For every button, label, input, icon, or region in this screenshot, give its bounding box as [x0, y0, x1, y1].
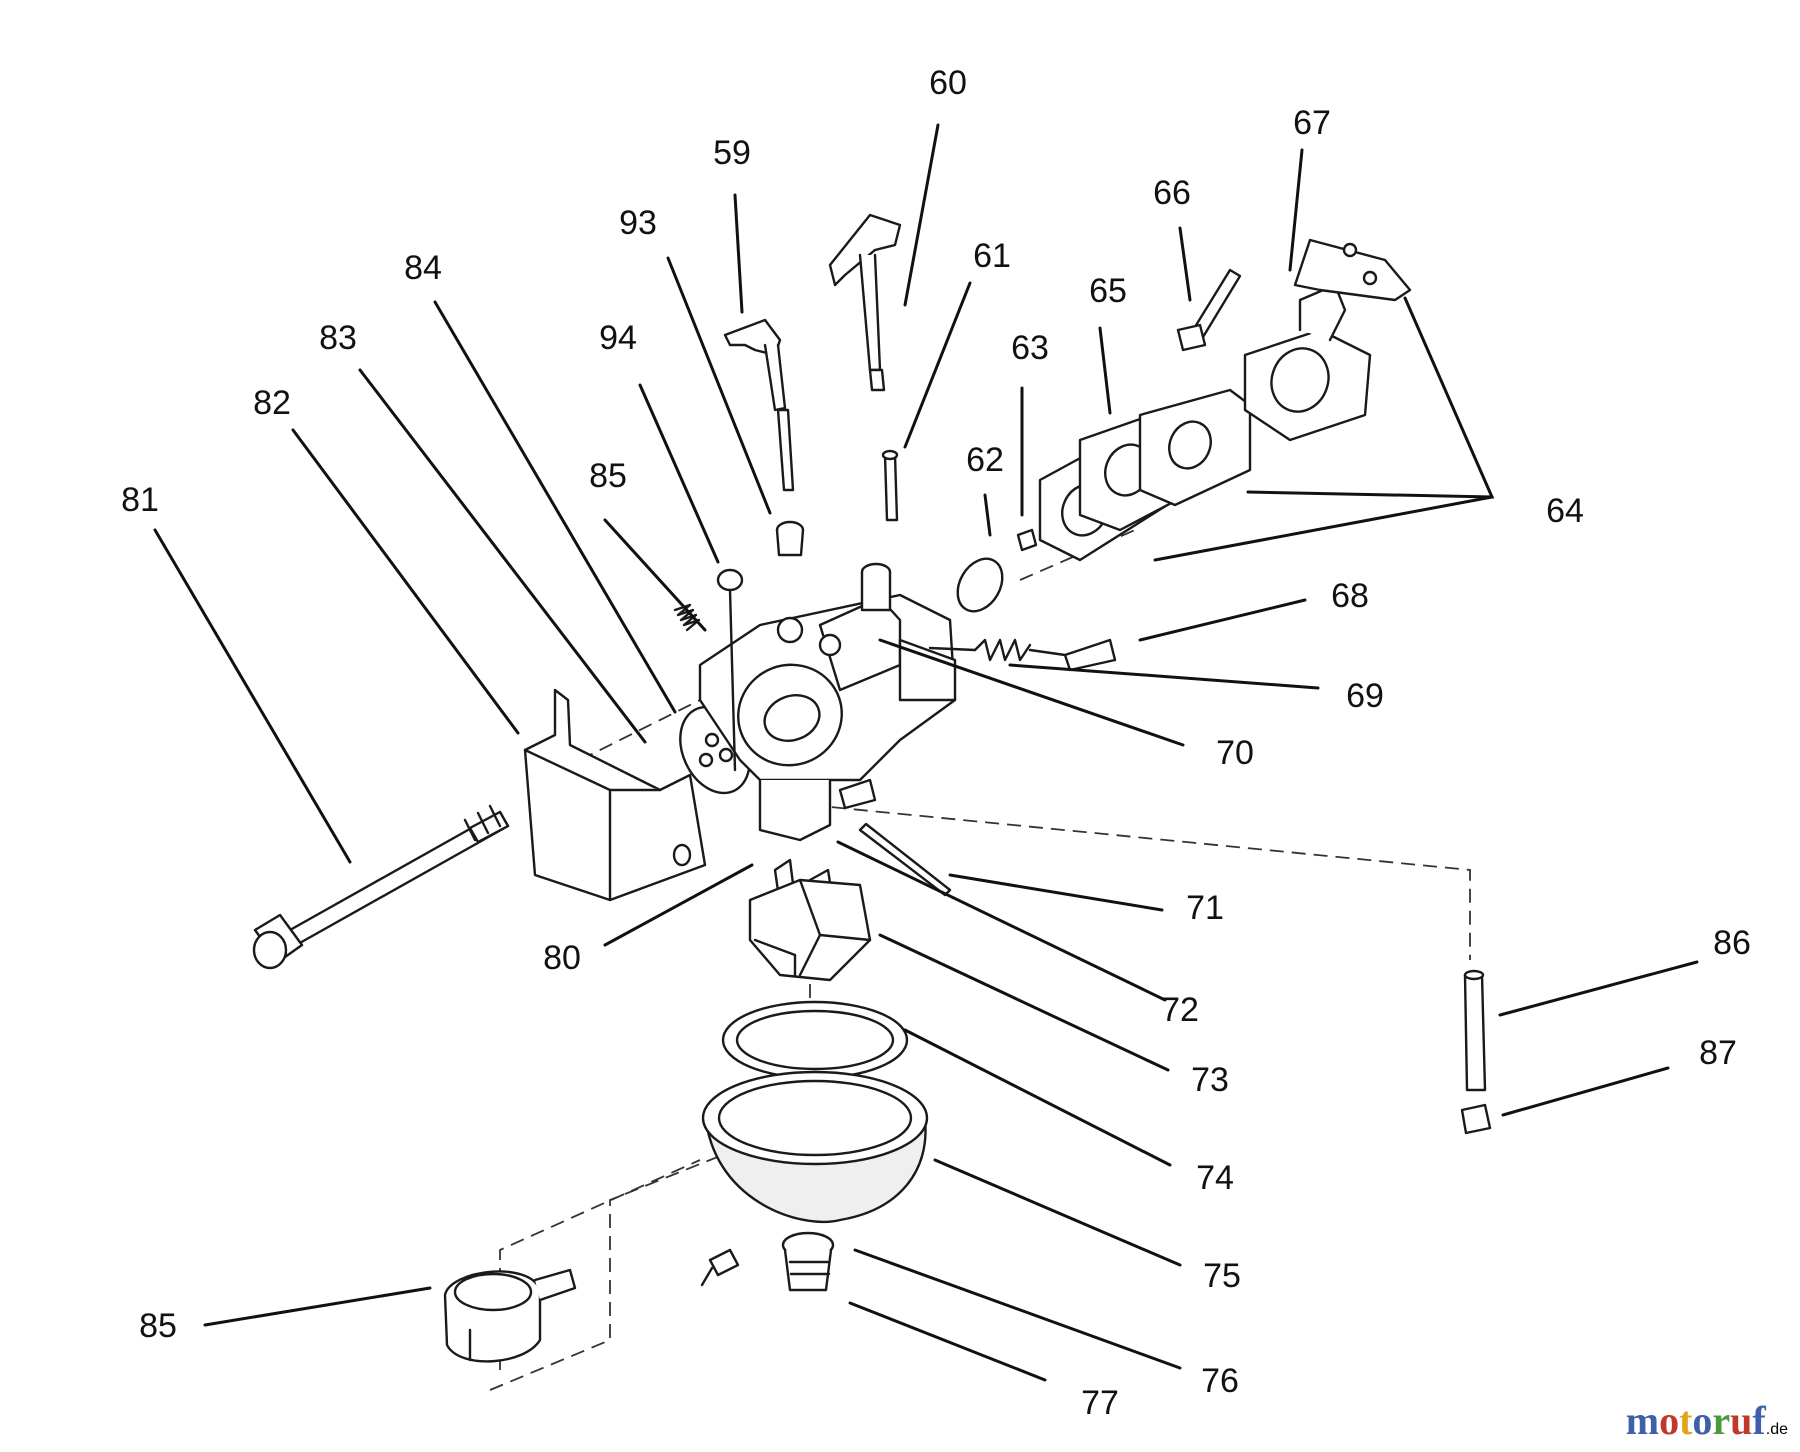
callout-75: 75 — [1203, 1257, 1241, 1295]
part-71-needle — [858, 822, 952, 897]
part-60-throttle-lever — [828, 213, 902, 392]
callout-64: 64 — [1546, 492, 1584, 530]
watermark-letter: o — [1692, 1398, 1713, 1443]
part-82-bracket — [523, 688, 707, 902]
part-93-seal — [775, 520, 805, 557]
motoruf-watermark-logo: motoruf.de — [1626, 1397, 1788, 1444]
callout-83: 83 — [319, 319, 357, 357]
watermark-letter: r — [1712, 1398, 1731, 1443]
callout-74: 74 — [1196, 1159, 1234, 1197]
callout-85-lower: 85 — [139, 1307, 177, 1345]
callout-65: 65 — [1089, 272, 1127, 310]
part-94-washer — [716, 568, 744, 772]
part-87-cap — [1460, 1103, 1492, 1135]
callout-87: 87 — [1699, 1034, 1737, 1072]
callout-63: 63 — [1011, 329, 1049, 367]
part-67-intake-elbow — [1243, 238, 1412, 442]
part-86-tube — [1463, 969, 1487, 1092]
part-59-choke-lever — [723, 318, 795, 492]
part-63-screw — [1016, 528, 1038, 552]
callout-86: 86 — [1713, 924, 1751, 962]
part-61-pin — [881, 449, 899, 522]
part-73-float — [748, 878, 872, 982]
callout-80: 80 — [543, 939, 581, 977]
callout-93: 93 — [619, 204, 657, 242]
callout-69: 69 — [1346, 677, 1384, 715]
callout-77: 77 — [1081, 1384, 1119, 1422]
callout-67: 67 — [1293, 104, 1331, 142]
callout-71: 71 — [1186, 889, 1224, 927]
part-74-gasket-ring — [721, 1000, 909, 1080]
callout-labels: 59 60 61 62 63 64 65 66 67 68 69 70 71 7… — [121, 64, 1751, 1422]
watermark-suffix: .de — [1765, 1421, 1788, 1438]
callout-84: 84 — [404, 249, 442, 287]
leader-lines — [153, 123, 1699, 1382]
watermark-letter: u — [1730, 1398, 1753, 1443]
callout-62: 62 — [966, 441, 1004, 479]
callout-72: 72 — [1161, 991, 1199, 1029]
part-66-bolt — [1176, 268, 1242, 352]
callout-66: 66 — [1153, 174, 1191, 212]
part-62-washer — [956, 557, 1004, 613]
watermark-letter: m — [1625, 1398, 1660, 1443]
callout-76: 76 — [1201, 1362, 1239, 1400]
part-76-77-drain-screw — [700, 1231, 835, 1292]
callout-70: 70 — [1216, 734, 1254, 772]
part-65-spacer-gaskets — [1038, 388, 1252, 562]
callout-73: 73 — [1191, 1061, 1229, 1099]
callout-60: 60 — [929, 64, 967, 102]
callout-59: 59 — [713, 134, 751, 172]
callout-81: 81 — [121, 481, 159, 519]
callout-82: 82 — [253, 384, 291, 422]
watermark-letter: f — [1752, 1398, 1766, 1443]
part-81-long-bolt — [252, 804, 510, 970]
watermark-letter: o — [1659, 1398, 1680, 1443]
callout-61: 61 — [973, 237, 1011, 275]
part-75-float-bowl — [701, 1070, 929, 1224]
callout-68: 68 — [1331, 577, 1369, 615]
watermark-letter: t — [1679, 1398, 1693, 1443]
carburetor-body — [698, 562, 957, 842]
part-85-clamp-lower — [443, 1268, 577, 1363]
callout-94: 94 — [599, 319, 637, 357]
callout-85-upper: 85 — [589, 457, 627, 495]
part-68-69-screw-spring — [928, 638, 1117, 672]
